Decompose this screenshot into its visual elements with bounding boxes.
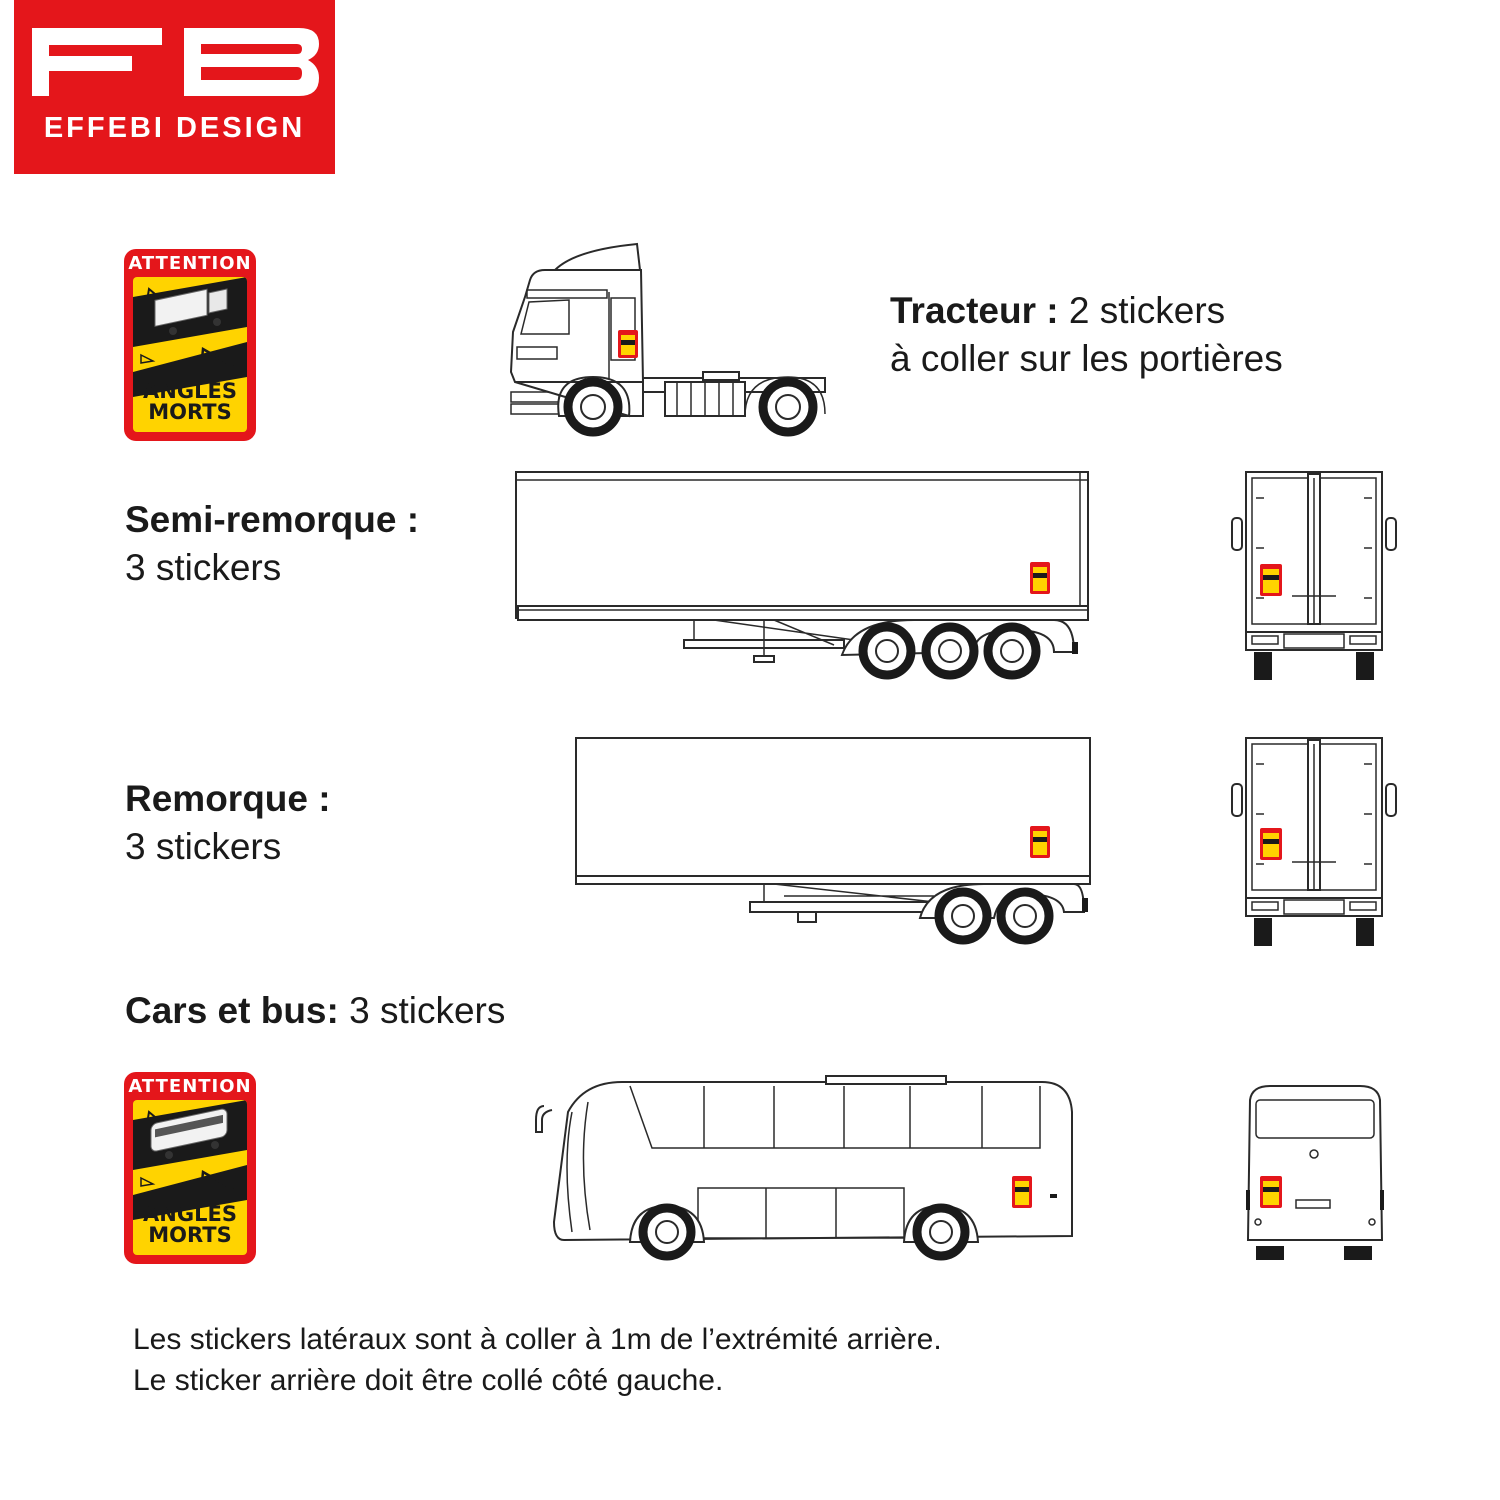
tracteur-detail: à coller sur les portières [890, 338, 1283, 379]
sticker-line-1: ANGLES [143, 379, 237, 403]
remorque-heading: Remorque : [125, 775, 331, 823]
mini-sticker-icon [1260, 564, 1282, 596]
sticker-line-1: ANGLES [143, 1202, 237, 1226]
semi-heading: Semi-remorque : [125, 496, 419, 544]
cars-label: Cars et bus: [125, 990, 339, 1031]
footer-note-1: Les stickers latéraux sont à coller à 1m… [133, 1323, 942, 1356]
sticker-header: ATTENTION [128, 1076, 252, 1097]
trailer-rear-view [1231, 737, 1397, 946]
angles-morts-sticker-truck: ATTENTION ANGLES MORTS [124, 249, 256, 441]
tracteur-label: Tracteur : [890, 290, 1059, 331]
tracteur-count: 2 stickers [1068, 290, 1226, 331]
mini-sticker-icon [1012, 1176, 1032, 1208]
semi-label: Semi-remorque : [125, 499, 420, 540]
footer-note-2: Le sticker arrière doit être collé côté … [133, 1364, 724, 1397]
cars-heading: Cars et bus: 3 stickers [125, 987, 505, 1035]
tracteur-heading: Tracteur : 2 stickers [890, 287, 1225, 335]
mini-sticker-icon [1260, 1176, 1282, 1208]
bus-rear-view [1246, 1085, 1384, 1260]
sticker-line-2: MORTS [148, 400, 232, 424]
fb-monogram-icon [32, 28, 319, 96]
mini-sticker-icon [1030, 826, 1050, 858]
tractor-side-view [509, 242, 826, 437]
truck-blind-spot-icon [133, 277, 247, 397]
mini-sticker-icon [1030, 562, 1050, 594]
sticker-panel: ANGLES MORTS [133, 277, 247, 432]
mini-sticker-icon [1260, 828, 1282, 860]
brand-name: EFFEBI DESIGN [43, 112, 306, 144]
remorque-label: Remorque : [125, 778, 331, 819]
angles-morts-sticker-bus: ATTENTION ANGLES MORTS [124, 1072, 256, 1264]
mini-sticker-icon [618, 330, 638, 358]
trailer-side-view [575, 737, 1091, 945]
remorque-count: 3 stickers [125, 826, 282, 867]
semi-count: 3 stickers [125, 547, 282, 588]
semi-trailer-side-view [515, 471, 1089, 680]
semi-trailer-rear-view [1231, 471, 1397, 680]
sticker-header: ATTENTION [128, 253, 252, 274]
cars-count: 3 stickers [349, 990, 506, 1031]
bus-side-view [535, 1075, 1073, 1261]
bus-blind-spot-icon [133, 1100, 247, 1220]
effebi-logo: EFFEBI DESIGN [14, 0, 335, 174]
sticker-panel: ANGLES MORTS [133, 1100, 247, 1255]
sticker-line-2: MORTS [148, 1223, 232, 1247]
